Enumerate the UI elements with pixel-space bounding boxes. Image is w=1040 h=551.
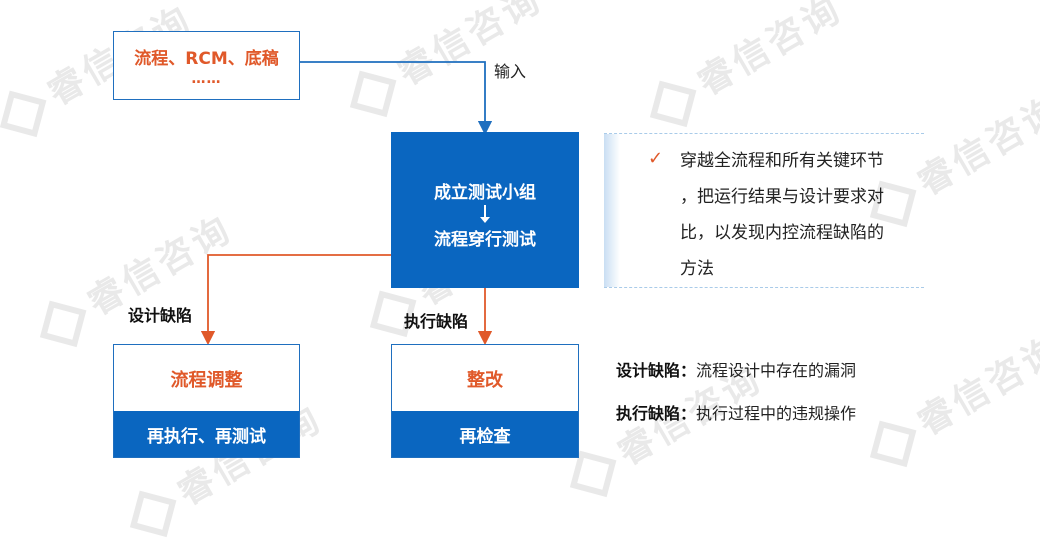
description-line-3: 比，以发现内控流程缺陷的 (680, 223, 884, 243)
main-process-box: 成立测试小组 流程穿行测试 (391, 132, 579, 288)
input-label: 输入 (494, 62, 527, 81)
design-defect-connector (200, 254, 391, 346)
design-defect-label: 设计缺陷 (128, 306, 193, 325)
definition-separator: ： (680, 361, 697, 380)
connector-lines (200, 61, 493, 346)
definition-term: 设计缺陷 (616, 361, 681, 380)
input-box: 流程、RCM、底稿 …… (113, 31, 300, 100)
down-arrow-icon (391, 203, 579, 225)
rectification-footer: 再检查 (392, 411, 578, 457)
main-box-line1: 成立测试小组 (434, 183, 536, 203)
definition-separator: ： (680, 404, 697, 423)
input-box-line2: …… (191, 71, 222, 87)
process-adjust-footer: 再执行、再测试 (114, 411, 299, 457)
definition-execution-defect: 执行缺陷：执行过程中的违规操作 (616, 400, 856, 424)
definition-design-defect: 设计缺陷：流程设计中存在的漏洞 (616, 357, 856, 381)
description-line-2: ，把运行结果与设计要求对 (680, 187, 884, 207)
input-connector (300, 61, 493, 136)
definition-text: 流程设计中存在的漏洞 (696, 361, 857, 380)
process-adjust-title: 流程调整 (170, 369, 243, 391)
rectification-box: 整改 再检查 (391, 344, 579, 458)
process-adjust-box: 流程调整 再执行、再测试 (113, 344, 300, 458)
definition-text: 执行过程中的违规操作 (696, 404, 857, 423)
definition-term: 执行缺陷 (616, 404, 681, 423)
description-line-4: 方法 (680, 259, 714, 279)
panel-accent-bar (604, 134, 620, 287)
main-box-line2: 流程穿行测试 (434, 230, 536, 250)
checkmark-icon: ✓ (648, 148, 664, 169)
execution-defect-label: 执行缺陷 (404, 312, 469, 331)
input-box-line1: 流程、RCM、底稿 (134, 49, 279, 69)
description-panel: ✓ 穿越全流程和所有关键环节 ，把运行结果与设计要求对 比，以发现内控流程缺陷的… (604, 133, 924, 288)
description-line-1: 穿越全流程和所有关键环节 (680, 151, 884, 171)
rectification-title: 整改 (467, 369, 503, 391)
